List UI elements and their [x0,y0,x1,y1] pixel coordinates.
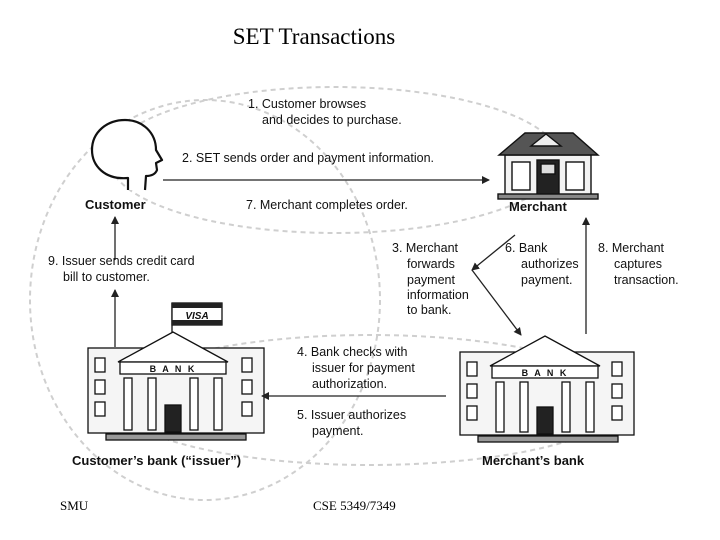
step-6: 6. Bank authorizes payment. [505,241,582,287]
step-8: 8. Merchant captures transaction. [598,241,679,287]
slide-title: SET Transactions [232,24,396,49]
footer-left: SMU [60,498,89,513]
step-2: 2. SET sends order and payment informati… [182,151,434,165]
arrow-forward-to-bank [471,269,522,336]
customer-head-icon [90,118,164,191]
customers-bank-label: Customer’s bank (“issuer”) [72,453,241,468]
customer-label: Customer [85,197,146,212]
step-9: 9. Issuer sends credit card bill to cust… [48,254,198,284]
customers-bank-sign: B A N K [150,364,197,374]
step-4: 4. Bank checks with issuer for payment a… [297,345,418,391]
visa-flag-label: VISA [185,311,208,322]
merchants-bank-sign: B A N K [522,368,569,378]
step-7: 7. Merchant completes order. [246,198,408,212]
merchants-bank-label: Merchant’s bank [482,453,585,468]
step-3: 3. Merchant forwards payment information… [392,241,472,317]
visa-flag [171,302,223,326]
merchant-label: Merchant [509,199,567,214]
flow-arrows [111,176,590,400]
step-1: 1. Customer browses and decides to purch… [248,97,402,127]
step-5: 5. Issuer authorizes payment. [297,408,410,438]
merchant-store-icon [497,132,600,200]
arrow-bank-to-merchant [471,234,516,271]
customers-bank-icon [87,303,265,441]
footer-center: CSE 5349/7349 [313,498,396,513]
merchants-bank-icon [459,335,635,443]
